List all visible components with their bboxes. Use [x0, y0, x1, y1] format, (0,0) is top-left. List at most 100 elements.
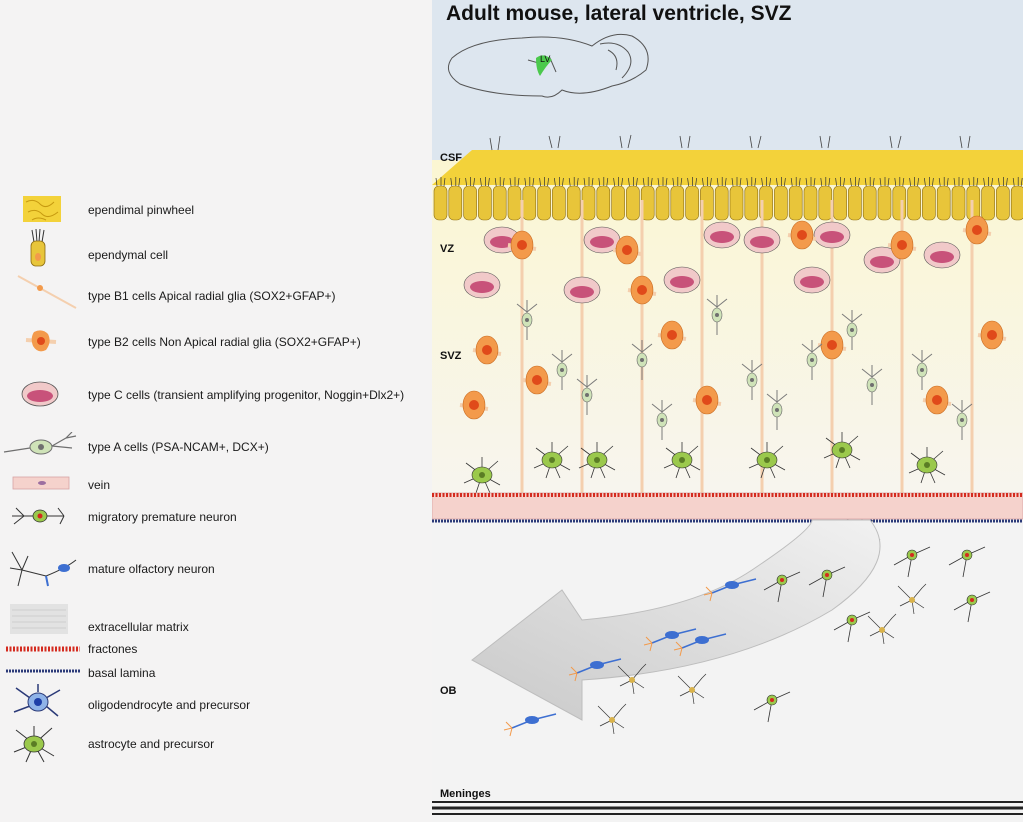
legend-label-a: type A cells (PSA-NCAM+, DCX+): [88, 440, 269, 454]
legend-label-astrocyte: astrocyte and precursor: [88, 737, 215, 751]
type-c-cell: [863, 246, 901, 274]
ependymal-cell: [537, 177, 551, 221]
type-b2-cell: [507, 230, 537, 260]
ependymal-cell: [596, 177, 611, 221]
ependymal-cell: [774, 177, 788, 221]
extracellular-matrix-icon: [10, 604, 68, 634]
type-a-cells: [516, 295, 973, 440]
type-c-cell: [663, 266, 701, 294]
type-c-cell: [923, 241, 961, 269]
ependymal-cell: [655, 177, 670, 221]
ependymal-cell: [492, 177, 507, 221]
type-b2-cell: [472, 335, 502, 365]
legend-label-ependymal: ependymal cell: [88, 248, 169, 262]
zone-label-svz: SVZ: [440, 350, 462, 362]
ependymal-cell: [833, 177, 847, 221]
ependymal-cell: [626, 177, 640, 221]
ependymal-cell: [936, 177, 951, 221]
ependymal-cell: [566, 177, 581, 221]
zone-label-csf: CSF: [440, 152, 462, 164]
type-a-cell: [576, 375, 598, 415]
type-a-cell: [516, 300, 538, 340]
legend-label-basal-lamina: basal lamina: [88, 666, 156, 680]
mature-olfactory-neuron: [568, 658, 622, 682]
zone-label-vz: VZ: [440, 243, 455, 255]
ependymal-cell: [433, 177, 448, 221]
migratory-premature-neuron: [808, 566, 846, 598]
astrocyte-icon: [13, 726, 55, 763]
ependymal-cell: [640, 177, 655, 221]
migratory-premature-neuron: [833, 611, 871, 643]
olfactory-neurons: [503, 546, 991, 737]
dendritic-arbor: [867, 613, 897, 645]
type-a-cell: [911, 350, 933, 390]
ependymal-cell: [1010, 177, 1023, 221]
legend-label-c: type C cells (transient amplifying proge…: [88, 388, 405, 402]
ependymal-cell-row: [433, 177, 1023, 221]
legend-label-mature: mature olfactory neuron: [88, 562, 215, 576]
type-c-cell: [813, 221, 851, 249]
type-c-cell: [563, 276, 601, 304]
ependymal-cell: [996, 177, 1010, 221]
ependymal-cell: [744, 177, 759, 221]
type-a-cell: [706, 295, 728, 335]
type-a-cell: [741, 360, 763, 400]
type-b2-cell: [817, 330, 847, 360]
astrocyte: [908, 447, 946, 484]
type-b2-cell: [459, 390, 489, 420]
legend-label-ecm: extracellular matrix: [88, 620, 189, 634]
type-a-cell: [841, 310, 863, 350]
migratory-premature-neuron: [763, 571, 801, 603]
type-a-cell: [651, 400, 673, 440]
ependymal-cell: [729, 177, 744, 221]
astrocyte: [748, 442, 786, 479]
ependymal-cell-icon: [30, 228, 46, 267]
dendritic-arbor: [677, 673, 707, 705]
type-c-cell: [463, 271, 501, 299]
type-b2-cell: [522, 365, 552, 395]
ependymal-cell: [478, 177, 492, 221]
type-a-cell: [551, 350, 573, 390]
meninges-layer: [432, 801, 1023, 815]
ependymal-cell: [463, 177, 477, 221]
basal-lamina-icon: [6, 669, 80, 673]
astrocyte: [663, 442, 701, 479]
type-b2-cell: [627, 275, 657, 305]
mature-olfactory-neuron: [673, 633, 727, 657]
vein-icon: [12, 476, 70, 490]
ependymal-cell: [877, 177, 892, 221]
ependymal-cell: [507, 177, 522, 221]
type-b2-cell: [787, 220, 817, 250]
svz-diagram-panel: LV CSF VZ SVZ: [432, 0, 1023, 822]
legend-label-b1: type B1 cells Apical radial glia (SOX2+G…: [88, 289, 336, 303]
dendritic-arbor: [897, 583, 927, 615]
vein-vessel: [432, 492, 1023, 520]
zone-label-meninges: Meninges: [440, 788, 491, 800]
mature-neuron-icon: [9, 551, 77, 587]
type-b2-cell: [692, 385, 722, 415]
astrocyte: [578, 442, 616, 479]
type-b2-cell: [922, 385, 952, 415]
type-b1-cell-icon: [17, 275, 77, 309]
ependymal-cell: [788, 177, 803, 221]
ependymal-cell: [951, 177, 966, 221]
type-b2-cell: [887, 230, 917, 260]
ependymal-cell: [907, 177, 921, 221]
migratory-premature-neuron: [753, 691, 791, 723]
ependymal-cell: [448, 177, 463, 221]
type-c-cell: [793, 266, 831, 294]
astrocytes: [463, 432, 946, 549]
brain-lv-label: LV: [540, 54, 550, 64]
migratory-premature-neuron: [948, 546, 986, 578]
type-b2-cell: [977, 320, 1007, 350]
legend-label-vein: vein: [88, 478, 111, 492]
type-a-cell-icon: [3, 432, 77, 455]
type-c-cell-icon: [21, 381, 59, 407]
cilia-top: [489, 134, 971, 151]
type-a-cell: [801, 340, 823, 380]
oligodendrocyte-icon: [13, 684, 61, 717]
type-b2-cells: [459, 215, 1007, 420]
legend-panel: ependimal pinwheel ependymal cell type B…: [0, 0, 432, 822]
dendritic-arbor: [597, 703, 627, 735]
ependymal-cell: [862, 177, 877, 221]
